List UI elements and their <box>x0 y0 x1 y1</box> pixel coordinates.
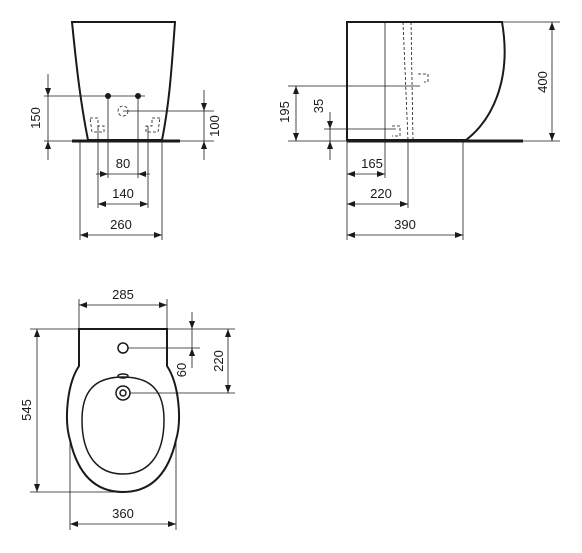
front-fixing-spacing-label: 140 <box>112 186 134 201</box>
top-waste-label: 220 <box>211 350 226 372</box>
top-bowl-width-label: 360 <box>112 506 134 521</box>
top-width-label: 285 <box>112 287 134 302</box>
top-length-label: 545 <box>19 399 34 421</box>
side-depth-label: 390 <box>394 217 416 232</box>
tap-hole <box>117 342 129 354</box>
waste-outer <box>115 385 131 401</box>
side-inlet-from-wall-label: 220 <box>370 186 392 201</box>
side-body-outline <box>346 21 506 141</box>
top-body-outline <box>66 328 180 494</box>
front-view: 150 100 80 140 260 <box>28 21 222 240</box>
top-bowl-outline <box>81 376 165 475</box>
overflow-slot <box>117 373 129 379</box>
right-fixing-symbol <box>145 117 161 133</box>
front-width-label: 260 <box>110 217 132 232</box>
left-fixing-symbol <box>89 117 105 133</box>
front-inlet-spacing-label: 80 <box>116 156 130 171</box>
front-body-outline <box>70 21 177 141</box>
side-outlet-from-wall-label: 165 <box>361 156 383 171</box>
side-outlet-height-label: 195 <box>277 101 292 123</box>
side-inlet-height-label: 35 <box>311 99 326 113</box>
side-height-label: 400 <box>535 71 550 93</box>
top-view: 285 545 60 220 360 <box>19 287 235 530</box>
side-view: 195 35 400 165 220 390 <box>277 21 560 240</box>
front-inlet-height-label: 100 <box>207 115 222 137</box>
waste-inner <box>119 389 127 397</box>
top-tap-hole-label: 60 <box>174 363 189 377</box>
front-fixing-height-label: 150 <box>28 107 43 129</box>
